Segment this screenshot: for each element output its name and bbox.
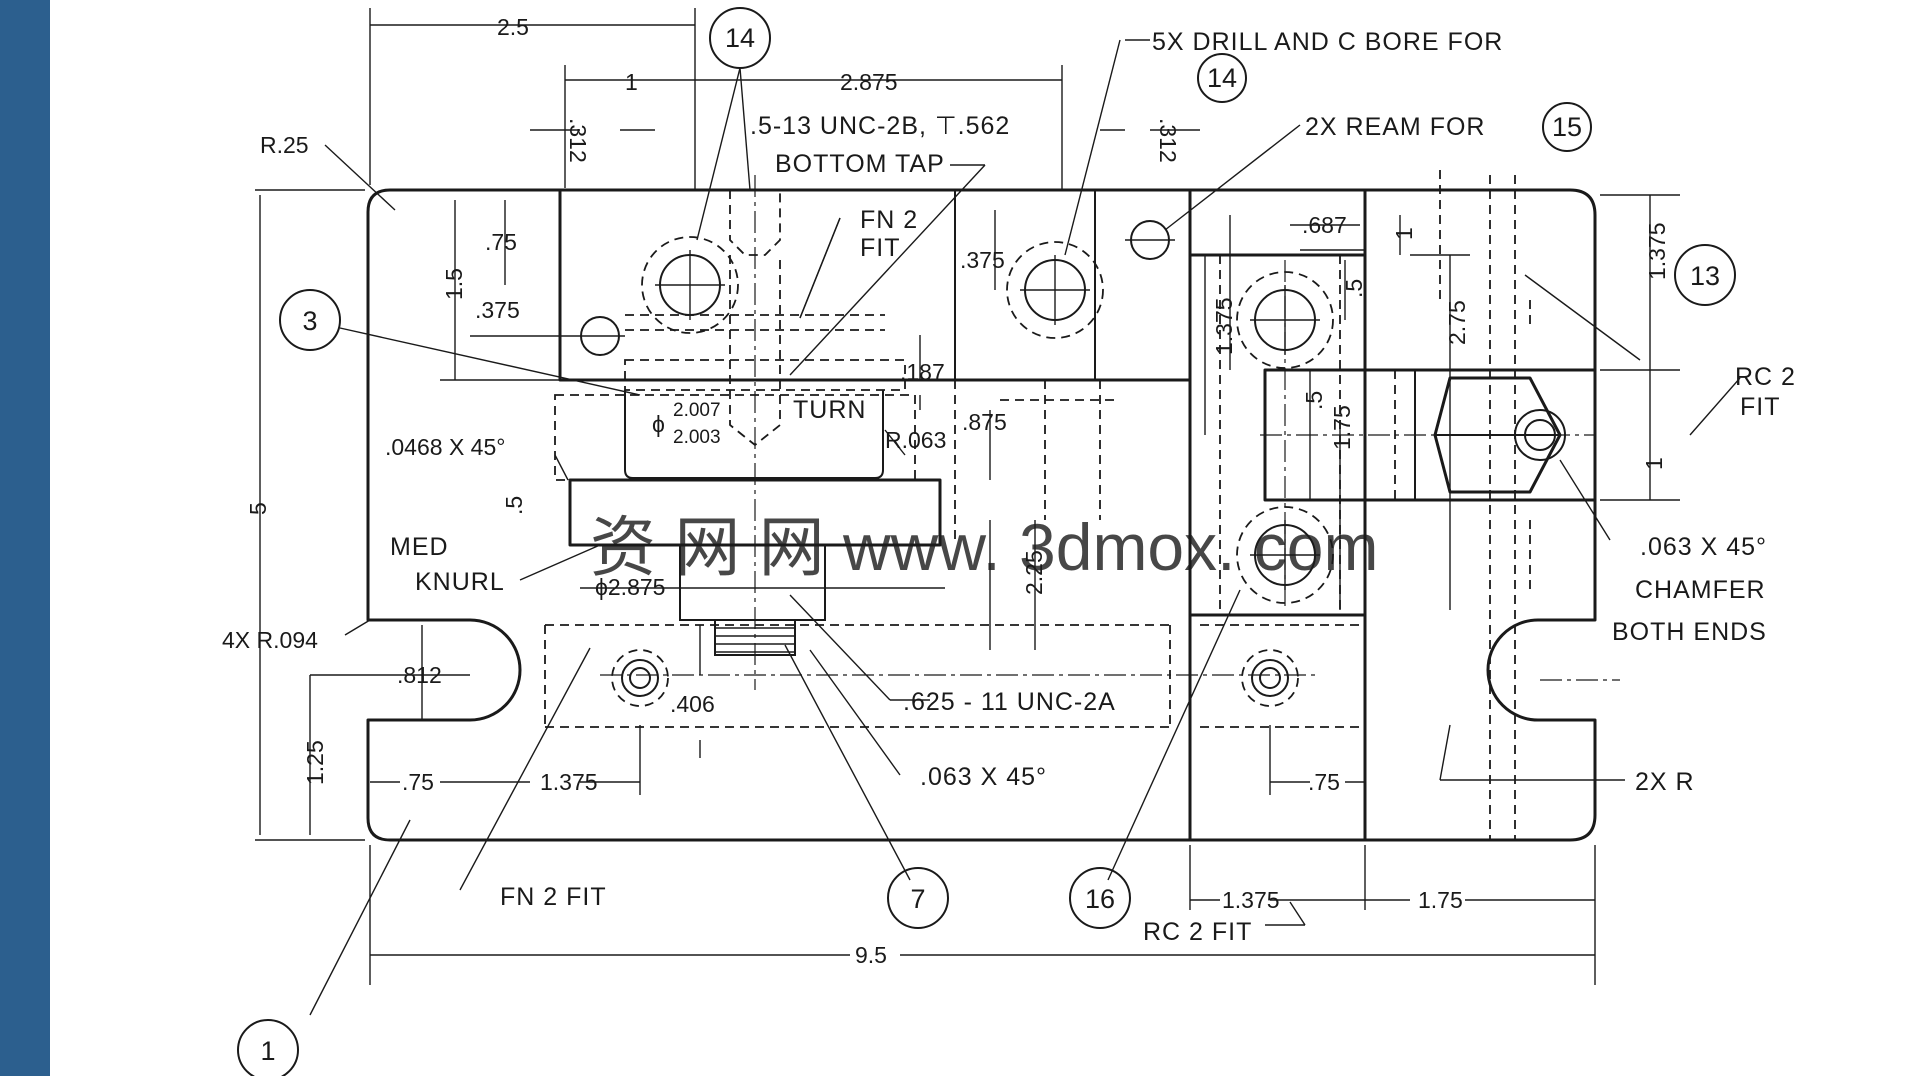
dimension-lines bbox=[255, 8, 1680, 985]
dim-9-5: 9.5 bbox=[855, 942, 887, 968]
dim-2-5: 2.5 bbox=[497, 14, 529, 40]
svg-text:14: 14 bbox=[1207, 63, 1237, 93]
balloon-13: 13 bbox=[1674, 244, 1736, 306]
bottom-hole-1 bbox=[611, 649, 669, 707]
note-2x-r: 2X R bbox=[1635, 768, 1695, 796]
note-thread: .625 - 11 UNC-2A bbox=[903, 688, 1116, 716]
cbore-hole-3 bbox=[1236, 271, 1334, 369]
note-fn2-top-1: FN 2 bbox=[860, 206, 918, 234]
dim-687: .687 bbox=[1302, 212, 1347, 238]
dim-phi-upper: 2.007 bbox=[673, 400, 721, 421]
note-fn2-bottom: FN 2 FIT bbox=[500, 883, 607, 911]
dim-1-375-bottom: 1.375 bbox=[540, 769, 598, 795]
svg-text:14: 14 bbox=[725, 23, 755, 53]
dim-1-375-bottom-right: 1.375 bbox=[1222, 887, 1280, 913]
svg-text:3: 3 bbox=[302, 306, 317, 336]
dim-75-bottom: .75 bbox=[402, 769, 434, 795]
balloon-16: 16 bbox=[1069, 867, 1131, 929]
dim-phi-lower: 2.003 bbox=[673, 427, 721, 448]
turned-stem bbox=[624, 390, 884, 479]
dim-0468: .0468 X 45° bbox=[385, 434, 505, 460]
center-lines bbox=[600, 175, 1620, 690]
dim-r063: R.063 bbox=[885, 427, 946, 453]
dim-312-left: .312 bbox=[565, 118, 591, 163]
hidden-lines bbox=[544, 170, 1531, 840]
cbore-hole-2 bbox=[1006, 241, 1104, 339]
watermark: 资 网 网 www. 3dmox. com bbox=[590, 510, 1379, 584]
cbore-hole-4 bbox=[1236, 506, 1334, 604]
balloon-3: 3 bbox=[279, 289, 341, 351]
dim-75-top: .75 bbox=[485, 229, 517, 255]
dim-406: .406 bbox=[670, 691, 715, 717]
ream-hole-2 bbox=[1125, 220, 1175, 260]
dim-1-75-v: 1.75 bbox=[1329, 405, 1355, 450]
note-knurl: KNURL bbox=[415, 568, 505, 596]
dim-312-right: .312 bbox=[1155, 118, 1181, 163]
balloon-14-top: 14 bbox=[709, 7, 771, 69]
balloon-14-note: 14 bbox=[1197, 53, 1247, 103]
dim-2-75: 2.75 bbox=[1444, 300, 1470, 345]
dim-187: .187 bbox=[900, 359, 945, 385]
note-chamfer-063: .063 X 45° bbox=[920, 763, 1047, 791]
balloon-1: 1 bbox=[237, 1019, 299, 1076]
dim-2-25: 2.25 bbox=[1021, 550, 1047, 595]
dim-75-right: .75 bbox=[1308, 769, 1340, 795]
svg-text:15: 15 bbox=[1552, 112, 1582, 142]
dim-1-right-top: 1 bbox=[1391, 227, 1417, 240]
cbore-hole-1 bbox=[641, 236, 739, 334]
svg-text:1: 1 bbox=[260, 1036, 275, 1066]
bottom-hole-2 bbox=[1241, 649, 1299, 707]
balloon-15: 15 bbox=[1542, 102, 1592, 152]
dim-1-75-h: 1.75 bbox=[1418, 887, 1463, 913]
dim-phi-symbol: ϕ bbox=[652, 411, 665, 437]
dim-phi2875: ϕ2.875 bbox=[595, 574, 665, 600]
note-tap-1: .5-13 UNC-2B, ⊤.562 bbox=[750, 112, 1010, 140]
dim-5-right-1: .5 bbox=[1341, 279, 1367, 298]
dim-1: 1 bbox=[625, 69, 638, 95]
dim-4x-r094: 4X R.094 bbox=[222, 627, 318, 653]
ream-hole-1 bbox=[575, 316, 625, 356]
leader-lines bbox=[309, 39, 1741, 1016]
svg-text:13: 13 bbox=[1690, 261, 1720, 291]
dim-1-5: 1.5 bbox=[441, 268, 467, 300]
dim-r25: R.25 bbox=[260, 132, 309, 158]
dim-5-knurl: .5 bbox=[501, 496, 527, 515]
dim-1-375-far-right: 1.375 bbox=[1644, 222, 1670, 280]
note-rc2-bottom: RC 2 FIT bbox=[1143, 918, 1252, 946]
dim-1-25: 1.25 bbox=[302, 740, 328, 785]
note-ream: 2X REAM FOR bbox=[1305, 113, 1485, 141]
left-sidebar-bar bbox=[0, 0, 50, 1076]
clamp-bar bbox=[1188, 253, 1367, 617]
note-rc2-right-1: RC 2 bbox=[1735, 363, 1796, 391]
dim-875: .875 bbox=[962, 409, 1007, 435]
dim-375-mid: .375 bbox=[960, 247, 1005, 273]
note-chamfer-right-3: BOTH ENDS bbox=[1612, 618, 1767, 646]
dim-5-total: 5 bbox=[245, 502, 271, 515]
svg-text:16: 16 bbox=[1085, 884, 1115, 914]
dim-375-left: .375 bbox=[475, 297, 520, 323]
dim-1-far-right: 1 bbox=[1641, 457, 1667, 470]
balloon-7: 7 bbox=[887, 867, 949, 929]
dim-2-875: 2.875 bbox=[840, 69, 898, 95]
note-med: MED bbox=[390, 533, 449, 561]
note-rc2-right-2: FIT bbox=[1740, 393, 1781, 421]
note-fn2-top-2: FIT bbox=[860, 234, 901, 262]
dim-812: .812 bbox=[397, 662, 442, 688]
dim-5-right-2: .5 bbox=[1301, 391, 1327, 410]
note-chamfer-right-2: CHAMFER bbox=[1635, 576, 1766, 604]
svg-text:7: 7 bbox=[910, 884, 925, 914]
note-chamfer-right-1: .063 X 45° bbox=[1640, 533, 1767, 561]
note-drill: 5X DRILL AND C BORE FOR bbox=[1152, 28, 1503, 56]
dim-1-375-right-v: 1.375 bbox=[1211, 297, 1237, 355]
note-turn: TURN bbox=[793, 396, 866, 424]
note-tap-2: BOTTOM TAP bbox=[775, 150, 945, 178]
